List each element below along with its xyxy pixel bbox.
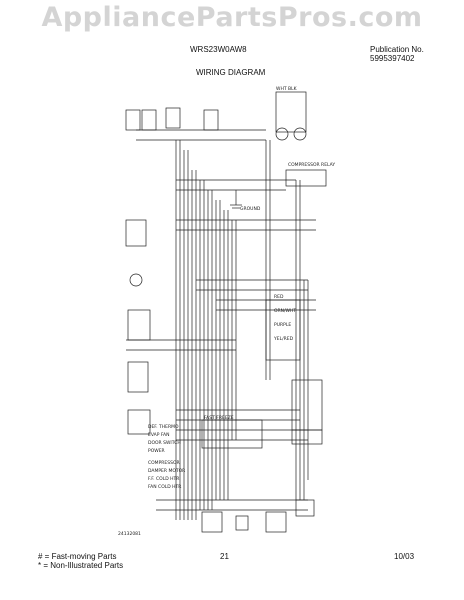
label-fan-cold: FAN COLD HTR <box>148 484 181 490</box>
wiring-diagram: FAST FREEZE DEF. THERMO EVAP FAN DOOR SW… <box>118 86 335 537</box>
model-number: WRS23W0AW8 <box>190 45 247 54</box>
label-def-thermo: DEF. THERMO <box>148 424 179 430</box>
label-red: RED <box>274 294 284 300</box>
label-wht-blk: WHT BLK <box>276 86 298 92</box>
label-compressor-relay: COMPRESSOR RELAY <box>288 162 335 168</box>
diagram-title: WIRING DIAGRAM <box>196 68 266 77</box>
site-watermark: AppliancePartsPros.com <box>41 2 423 33</box>
revision-date: 10/03 <box>394 552 415 561</box>
publication-label: Publication No. <box>370 45 424 54</box>
label-damper: DAMPER MOTOR <box>148 468 185 474</box>
label-fast-freeze: FAST FREEZE <box>204 415 234 421</box>
label-ff-cold: F.F. COLD HTR <box>148 476 179 482</box>
label-orn: ORN/WHT <box>274 308 296 314</box>
page-number: 21 <box>220 552 229 561</box>
label-compressor: COMPRESSOR <box>148 460 180 466</box>
label-yellow: YEL/RED <box>273 336 294 342</box>
diagram-code: 24132081 <box>118 531 141 537</box>
label-power: POWER <box>148 448 165 454</box>
legend-fast-moving: # = Fast-moving Parts <box>38 552 117 561</box>
label-purple: PURPLE <box>274 322 291 328</box>
label-door-switch: DOOR SWITCH <box>148 440 181 446</box>
label-ground: GROUND <box>240 206 261 212</box>
label-evap-fan: EVAP FAN <box>148 432 169 438</box>
publication-number: 5995397402 <box>370 54 415 63</box>
legend-non-illustrated: * = Non-Illustrated Parts <box>38 561 124 570</box>
